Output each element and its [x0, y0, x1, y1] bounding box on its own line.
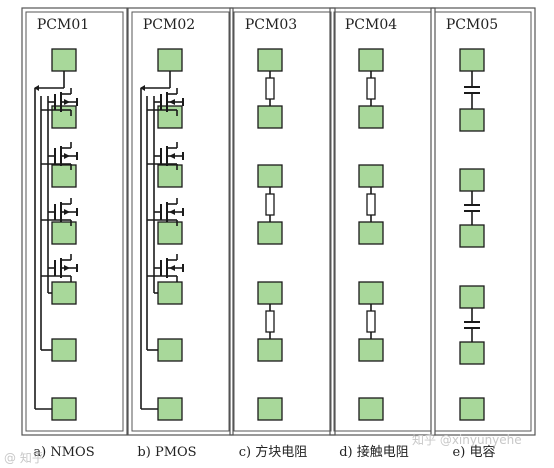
probe-pad [157, 281, 183, 305]
probe-pad [157, 221, 183, 245]
probe-pad [358, 105, 384, 129]
probe-pad [157, 48, 183, 72]
probe-pad [157, 164, 183, 188]
arrow-icon [140, 85, 145, 91]
probe-pad [157, 338, 183, 362]
resistor-symbol [265, 193, 275, 216]
probe-pad [257, 338, 283, 362]
probe-pad [358, 281, 384, 305]
panel-frame-inner [434, 11, 532, 432]
probe-pad [257, 397, 283, 421]
probe-pad [358, 221, 384, 245]
panel-frame-inner [233, 11, 332, 432]
panel-caption: b) PMOS [137, 445, 196, 460]
panel-frame [430, 7, 536, 436]
resistor-symbol [366, 310, 376, 333]
probe-pad [459, 168, 485, 192]
probe-pad [51, 397, 77, 421]
probe-pad [257, 48, 283, 72]
probe-pad [157, 397, 183, 421]
probe-pad [51, 164, 77, 188]
probe-pad [459, 285, 485, 309]
probe-pad [459, 48, 485, 72]
probe-pad [257, 164, 283, 188]
panel-caption: c) 方块电阻 [239, 444, 308, 460]
resistor-symbol [366, 193, 376, 216]
probe-pad [51, 281, 77, 305]
resistor-symbol [265, 77, 275, 100]
panel-title: PCM03 [245, 17, 297, 33]
probe-pad [358, 338, 384, 362]
probe-pad [257, 221, 283, 245]
panel-frame [21, 7, 128, 436]
panel-caption: e) 电容 [453, 444, 496, 460]
watermark-text: @ 知乎 [4, 451, 44, 465]
probe-pad [51, 338, 77, 362]
probe-pad [257, 281, 283, 305]
probe-pad [459, 397, 485, 421]
panel-frame [229, 7, 336, 436]
panel-title: PCM04 [345, 17, 397, 33]
probe-pad [157, 105, 183, 129]
panel-title: PCM02 [143, 17, 195, 33]
probe-pad [459, 341, 485, 365]
probe-pad [358, 397, 384, 421]
resistor-symbol [366, 77, 376, 100]
panel-caption: d) 接触电阻 [339, 444, 409, 460]
probe-pad [459, 108, 485, 132]
panel-title: PCM01 [37, 17, 89, 33]
probe-pad [51, 221, 77, 245]
panel-caption: a) NMOS [33, 445, 94, 460]
panel-frame-inner [131, 11, 230, 432]
panel-title: PCM05 [446, 17, 498, 33]
probe-pad [257, 105, 283, 129]
probe-pad [51, 105, 77, 129]
probe-pad [358, 164, 384, 188]
probe-pad [459, 224, 485, 248]
arrow-icon [34, 85, 39, 91]
panel-frame-inner [25, 11, 124, 432]
resistor-symbol [265, 310, 275, 333]
probe-pad [358, 48, 384, 72]
probe-pad [51, 48, 77, 72]
panel-frame [127, 7, 234, 436]
watermark-text: 知乎 @xinyunyehe [412, 433, 522, 447]
